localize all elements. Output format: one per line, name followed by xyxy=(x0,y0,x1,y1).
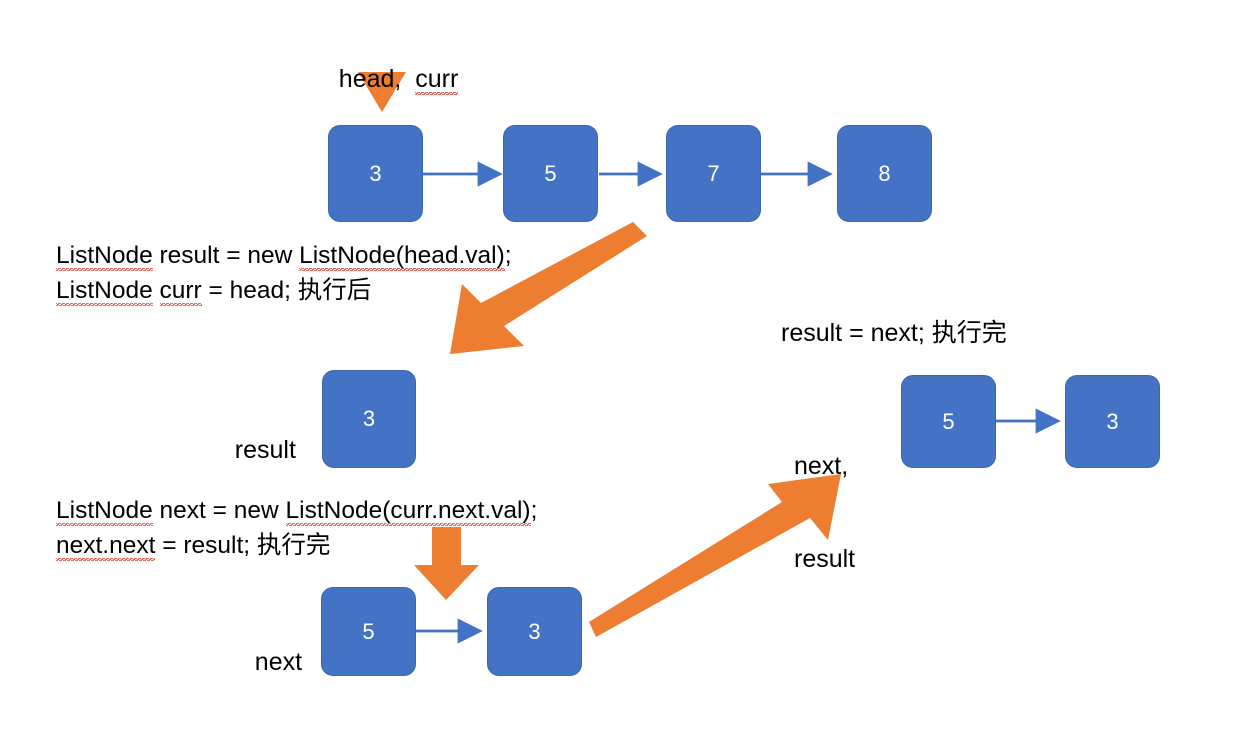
node-value: 5 xyxy=(544,160,557,186)
list-node: 3 xyxy=(1065,375,1160,468)
heading-text: result = next; 执行完 xyxy=(781,319,1007,347)
list-node: 5 xyxy=(321,587,416,676)
pointer-label-next: next xyxy=(227,616,302,710)
list-node: 3 xyxy=(322,370,416,468)
node-value: 5 xyxy=(942,408,955,434)
head-curr-text: head, curr xyxy=(338,65,459,96)
node-value: 5 xyxy=(362,618,375,644)
pointer-label-next-result: next, result xyxy=(794,388,855,638)
node-value: 7 xyxy=(707,160,720,186)
code-block-1: ListNode result = new ListNode(head.val)… xyxy=(56,239,512,309)
list-node: 3 xyxy=(328,125,423,222)
code-line: next.next = result; 执行完 xyxy=(56,531,331,561)
list-node: 3 xyxy=(487,587,582,676)
node-value: 3 xyxy=(1106,408,1119,434)
node-value: 3 xyxy=(528,618,541,644)
code-line: ListNode curr = head; 执行后 xyxy=(56,276,372,306)
pointer-label-result: result xyxy=(207,404,296,498)
code-line: ListNode next = new ListNode(curr.next.v… xyxy=(56,497,538,526)
result-text: result xyxy=(234,436,296,465)
node-value: 3 xyxy=(369,160,382,186)
next-text: next xyxy=(254,648,303,677)
next-result-line-1: next, xyxy=(794,451,849,480)
next-result-line-2: result xyxy=(794,545,856,574)
node-value: 8 xyxy=(878,160,891,186)
list-node: 5 xyxy=(503,125,598,222)
node-value: 3 xyxy=(362,406,376,431)
heading-result-eq-next: result = next; 执行完 xyxy=(781,313,1007,349)
list-node: 5 xyxy=(901,375,996,468)
list-node: 8 xyxy=(837,125,932,222)
list-node: 7 xyxy=(666,125,761,222)
code-block-2: ListNode next = new ListNode(curr.next.v… xyxy=(56,494,537,564)
pointer-label-head-curr: head, curr xyxy=(311,33,459,127)
code-line: ListNode result = new ListNode(head.val)… xyxy=(56,242,512,271)
